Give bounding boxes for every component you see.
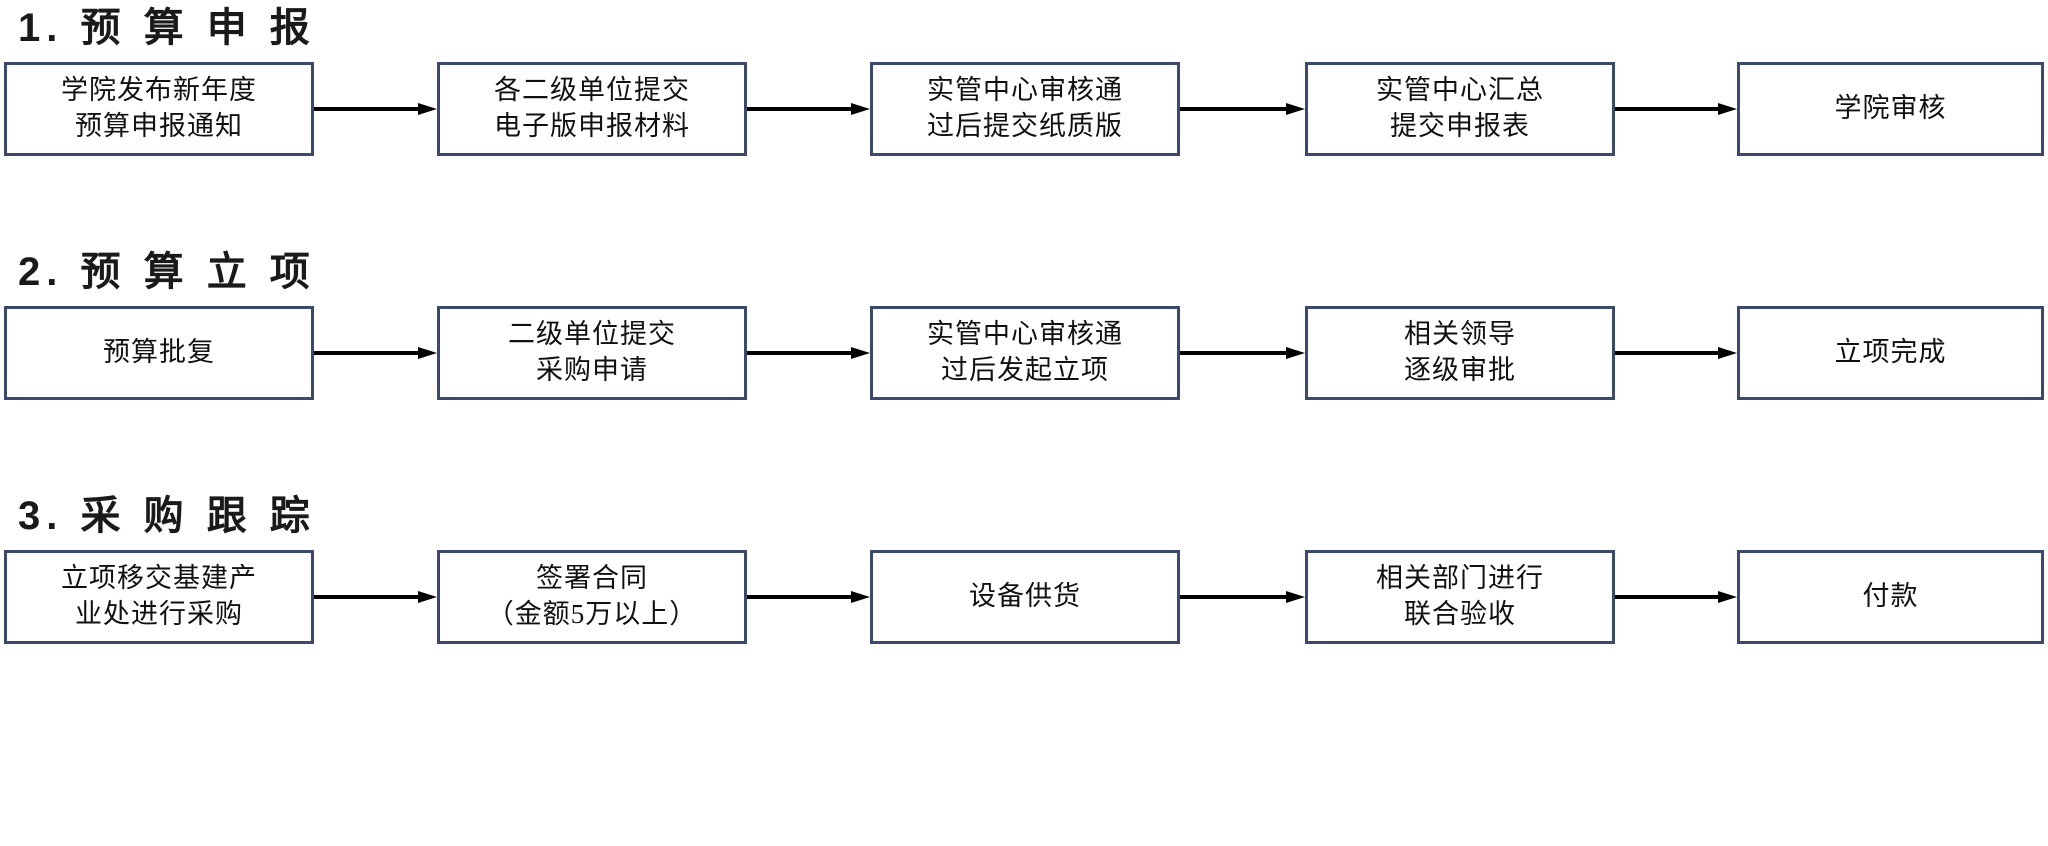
node-1-2-label: 各二级单位提交 电子版申报材料: [494, 75, 690, 141]
node-1-5[interactable]: 学院审核: [1737, 62, 2044, 156]
node-1-3[interactable]: 实管中心审核通 过后提交纸质版: [870, 62, 1180, 156]
node-3-1[interactable]: 立项移交基建产 业处进行采购: [4, 550, 314, 644]
arrow-3-3: [1180, 591, 1305, 603]
arrow-3-1: [314, 591, 437, 603]
node-3-4[interactable]: 相关部门进行 联合验收: [1305, 550, 1615, 644]
arrow-3-2: [747, 591, 870, 603]
arrow-2-1: [314, 347, 437, 359]
section-budget-declaration: 1. 预 算 申 报 学院发布新年度 预算申报通知 各二级单位提交 电子版申报材…: [0, 0, 2048, 170]
node-3-4-label: 相关部门进行 联合验收: [1376, 563, 1544, 629]
node-3-1-label: 立项移交基建产 业处进行采购: [61, 563, 257, 629]
node-2-2[interactable]: 二级单位提交 采购申请: [437, 306, 747, 400]
node-2-3-label: 实管中心审核通 过后发起立项: [927, 319, 1123, 385]
node-3-3[interactable]: 设备供货: [870, 550, 1180, 644]
node-2-4-label: 相关领导 逐级审批: [1404, 319, 1516, 385]
node-2-1[interactable]: 预算批复: [4, 306, 314, 400]
flow-row-2: 预算批复 二级单位提交 采购申请 实管中心审核通 过后发起立项 相关领导 逐级审…: [0, 306, 2048, 400]
arrow-3-4: [1615, 591, 1737, 603]
node-1-4-label: 实管中心汇总 提交申报表: [1376, 75, 1544, 141]
section-title-1: 1. 预 算 申 报: [18, 6, 316, 50]
node-1-3-label: 实管中心审核通 过后提交纸质版: [927, 75, 1123, 141]
node-2-5-label: 立项完成: [1834, 337, 1947, 368]
node-3-5[interactable]: 付款: [1737, 550, 2044, 644]
node-2-4[interactable]: 相关领导 逐级审批: [1305, 306, 1615, 400]
node-2-2-label: 二级单位提交 采购申请: [508, 319, 676, 385]
section-title-2: 2. 预 算 立 项: [18, 250, 316, 294]
node-1-4[interactable]: 实管中心汇总 提交申报表: [1305, 62, 1615, 156]
arrow-1-3: [1180, 103, 1305, 115]
section-budget-project: 2. 预 算 立 项 预算批复 二级单位提交 采购申请 实管中心审核通 过后发起…: [0, 244, 2048, 414]
node-1-1[interactable]: 学院发布新年度 预算申报通知: [4, 62, 314, 156]
node-3-2[interactable]: 签署合同 （金额5万以上）: [437, 550, 747, 644]
section-purchase-tracking: 3. 采 购 跟 踪 立项移交基建产 业处进行采购 签署合同 （金额5万以上） …: [0, 488, 2048, 658]
arrow-1-4: [1615, 103, 1737, 115]
arrow-2-2: [747, 347, 870, 359]
arrow-2-3: [1180, 347, 1305, 359]
node-2-1-label: 预算批复: [103, 337, 215, 368]
node-1-2[interactable]: 各二级单位提交 电子版申报材料: [437, 62, 747, 156]
node-3-3-label: 设备供货: [969, 581, 1081, 612]
node-2-3[interactable]: 实管中心审核通 过后发起立项: [870, 306, 1180, 400]
arrow-1-2: [747, 103, 870, 115]
flow-row-1: 学院发布新年度 预算申报通知 各二级单位提交 电子版申报材料 实管中心审核通 过…: [0, 62, 2048, 156]
flow-row-3: 立项移交基建产 业处进行采购 签署合同 （金额5万以上） 设备供货 相关部门进行…: [0, 550, 2048, 644]
node-1-5-label: 学院审核: [1834, 93, 1947, 124]
node-3-2-label: 签署合同 （金额5万以上）: [486, 563, 698, 629]
node-1-1-label: 学院发布新年度 预算申报通知: [61, 75, 257, 141]
arrow-2-4: [1615, 347, 1737, 359]
arrow-1-1: [314, 103, 437, 115]
section-title-3: 3. 采 购 跟 踪: [18, 494, 316, 538]
node-3-5-label: 付款: [1862, 581, 1919, 612]
node-2-5[interactable]: 立项完成: [1737, 306, 2044, 400]
